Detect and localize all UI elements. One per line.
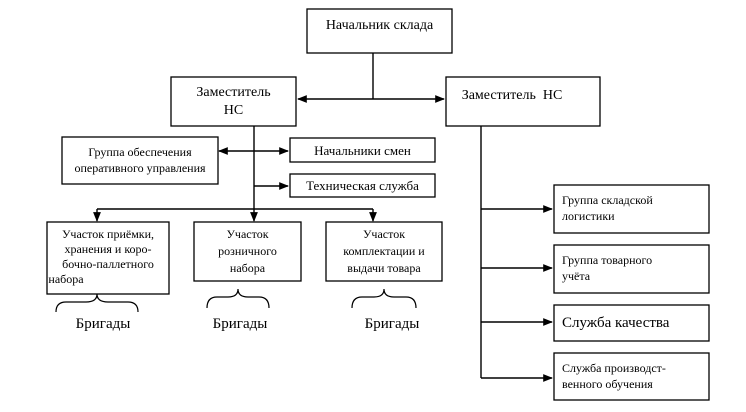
logistics-group-line1: Группа складской xyxy=(562,193,653,207)
section-retail-box: Участок розничного набора xyxy=(193,221,302,282)
deputy-right-label: Заместитель НС xyxy=(462,88,563,103)
ops-group-line1: Группа обеспечения xyxy=(88,145,192,159)
logistics-group-line2: логистики xyxy=(562,209,615,223)
section-retail-line2: розничного xyxy=(218,244,277,258)
training-service-line2: венного обучения xyxy=(562,377,653,391)
accounting-group-line2: учёта xyxy=(562,269,591,283)
section-receiving-line1: Участок приёмки, xyxy=(62,227,154,241)
accounting-group-box: Группа товарного учёта xyxy=(553,244,710,294)
shift-heads-label: Начальники смен xyxy=(314,143,411,158)
brigades-label-retail: Бригады xyxy=(213,316,268,332)
connectors xyxy=(93,53,553,382)
deputy-right-box: Заместитель НС xyxy=(445,76,601,127)
section-receiving-box: Участок приёмки, хранения и коро- бочно-… xyxy=(46,221,170,295)
accounting-group-line1: Группа товарного xyxy=(562,253,652,267)
quality-service-label: Служба качества xyxy=(562,315,670,331)
deputy-left-line2: НС xyxy=(224,103,243,118)
section-picking-box: Участок комплектации и выдачи товара xyxy=(325,221,443,282)
quality-service-box: Служба качества xyxy=(553,304,710,342)
deputy-left-line1: Заместитель xyxy=(196,85,270,100)
tech-service-box: Техническая служба xyxy=(289,173,436,198)
brace-picking xyxy=(351,288,417,309)
section-retail-line3: набора xyxy=(230,261,266,275)
section-picking-line3: выдачи товара xyxy=(347,261,421,275)
section-picking-line1: Участок xyxy=(363,227,405,241)
ops-group-box: Группа обеспечения оперативного управлен… xyxy=(61,136,219,185)
brace-retail xyxy=(206,288,270,309)
brigades-label-receiving: Бригады xyxy=(76,316,131,332)
brigades-label-picking: Бригады xyxy=(365,316,420,332)
section-receiving-line3: бочно-паллетного xyxy=(62,257,154,271)
tech-service-label: Техническая служба xyxy=(306,178,419,193)
shift-heads-box: Начальники смен xyxy=(289,137,436,163)
training-service-box: Служба производст- венного обучения xyxy=(553,352,710,401)
chief-label: Начальник склада xyxy=(326,18,434,33)
section-receiving-line4: набора xyxy=(48,272,84,286)
training-service-line1: Служба производст- xyxy=(562,361,666,375)
logistics-group-box: Группа складской логистики xyxy=(553,184,710,234)
section-picking-line2: комплектации и xyxy=(343,244,425,258)
deputy-left-box: Заместитель НС xyxy=(170,76,297,127)
chief-box: Начальник склада xyxy=(306,8,453,54)
ops-group-line2: оперативного управления xyxy=(74,161,206,175)
section-retail-line1: Участок xyxy=(226,227,268,241)
section-receiving-line2: хранения и коро- xyxy=(64,242,151,256)
brace-receiving xyxy=(55,293,139,313)
